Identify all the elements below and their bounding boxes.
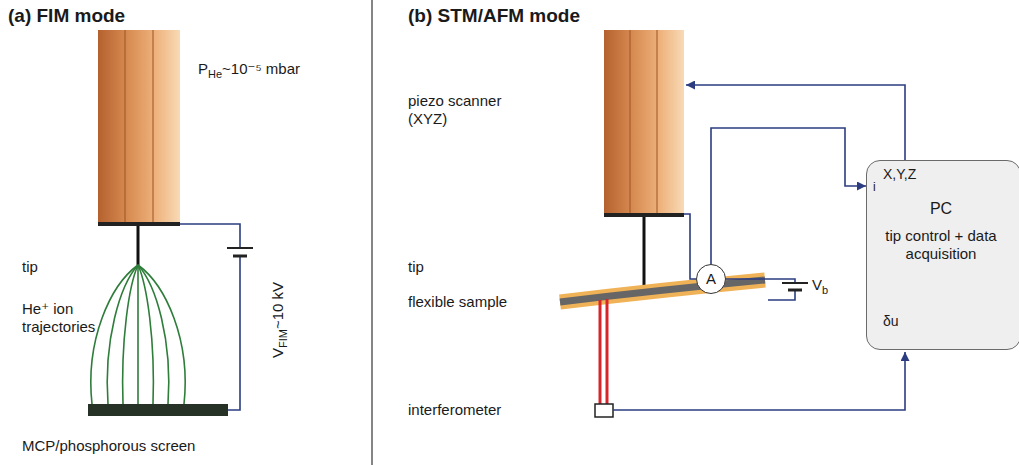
fim-circuit	[180, 224, 240, 410]
signal-label: δu	[883, 313, 899, 330]
label-group: (b) STM/AFM mode	[408, 5, 580, 28]
flexible-sample	[560, 280, 765, 302]
ion-trajectory	[123, 265, 138, 404]
voltage-label: FIM	[277, 329, 289, 348]
scanner-label: piezo scanner (XYZ)	[408, 92, 501, 127]
screen-label: MCP/phosphorous screen	[22, 437, 195, 454]
signal-arrow	[711, 128, 866, 264]
label-group: (a) FIM mode	[8, 5, 125, 28]
ion-trajectory	[107, 265, 138, 404]
label-group: tip	[22, 258, 38, 276]
ion-trajectory	[137, 265, 139, 404]
tip-label: tip	[22, 258, 38, 275]
voltage-label: V	[269, 348, 286, 358]
panel-title: (a) FIM mode	[8, 5, 125, 26]
interferometer-label: interferometer	[408, 401, 501, 418]
tip-label: tip	[408, 258, 424, 275]
signal-label: X,Y,Z	[883, 166, 916, 183]
mcp-screen	[88, 404, 228, 416]
voltage-label: ~10 kV	[269, 282, 286, 329]
tip	[137, 226, 140, 265]
label-group: MCP/phosphorous screen	[22, 437, 195, 455]
signal-label: i	[873, 180, 876, 194]
piezo-scanner	[98, 30, 180, 226]
label-group: PHe~10⁻⁵ mbar	[198, 60, 300, 81]
sample-label: flexible sample	[408, 293, 507, 310]
voltage-label: V	[812, 276, 822, 293]
laser-beams	[600, 299, 607, 404]
ion-trajectories	[91, 265, 185, 404]
trajectory-label: He⁺ ion trajectories	[22, 300, 95, 335]
ammeter-symbol: A	[696, 264, 726, 294]
pressure-label: He	[208, 68, 222, 80]
battery-symbol	[782, 283, 808, 290]
ion-trajectory	[138, 265, 185, 404]
label-group: interferometer	[408, 401, 501, 419]
voltage-label: b	[822, 284, 828, 296]
wires	[613, 85, 905, 410]
ammeter-letter: A	[706, 270, 716, 288]
box-heading: PC	[867, 199, 1015, 218]
ion-trajectory	[138, 265, 169, 404]
pressure-label: ~10⁻⁵ mbar	[222, 60, 300, 77]
label-group: He⁺ ion trajectories	[22, 300, 127, 336]
battery-symbol	[227, 248, 253, 256]
label-group: Vb	[812, 276, 828, 297]
label-group: flexible sample	[408, 293, 507, 311]
panel-divider	[371, 0, 372, 465]
interferometer	[595, 404, 613, 417]
pressure-label: P	[198, 60, 208, 77]
tip	[643, 217, 646, 287]
piezo-scanner	[604, 30, 684, 217]
box-text: tip control + data acquisition	[875, 227, 1007, 263]
label-group: tip	[408, 258, 424, 276]
ion-trajectory	[91, 265, 138, 404]
label-group: piezo scanner (XYZ)	[408, 92, 520, 128]
panel-title: (b) STM/AFM mode	[408, 5, 580, 26]
label-group: VFIM~10 kV	[269, 282, 290, 358]
pc-box: X,Y,Z iPC tip control + data acquisition δu	[866, 160, 1019, 350]
